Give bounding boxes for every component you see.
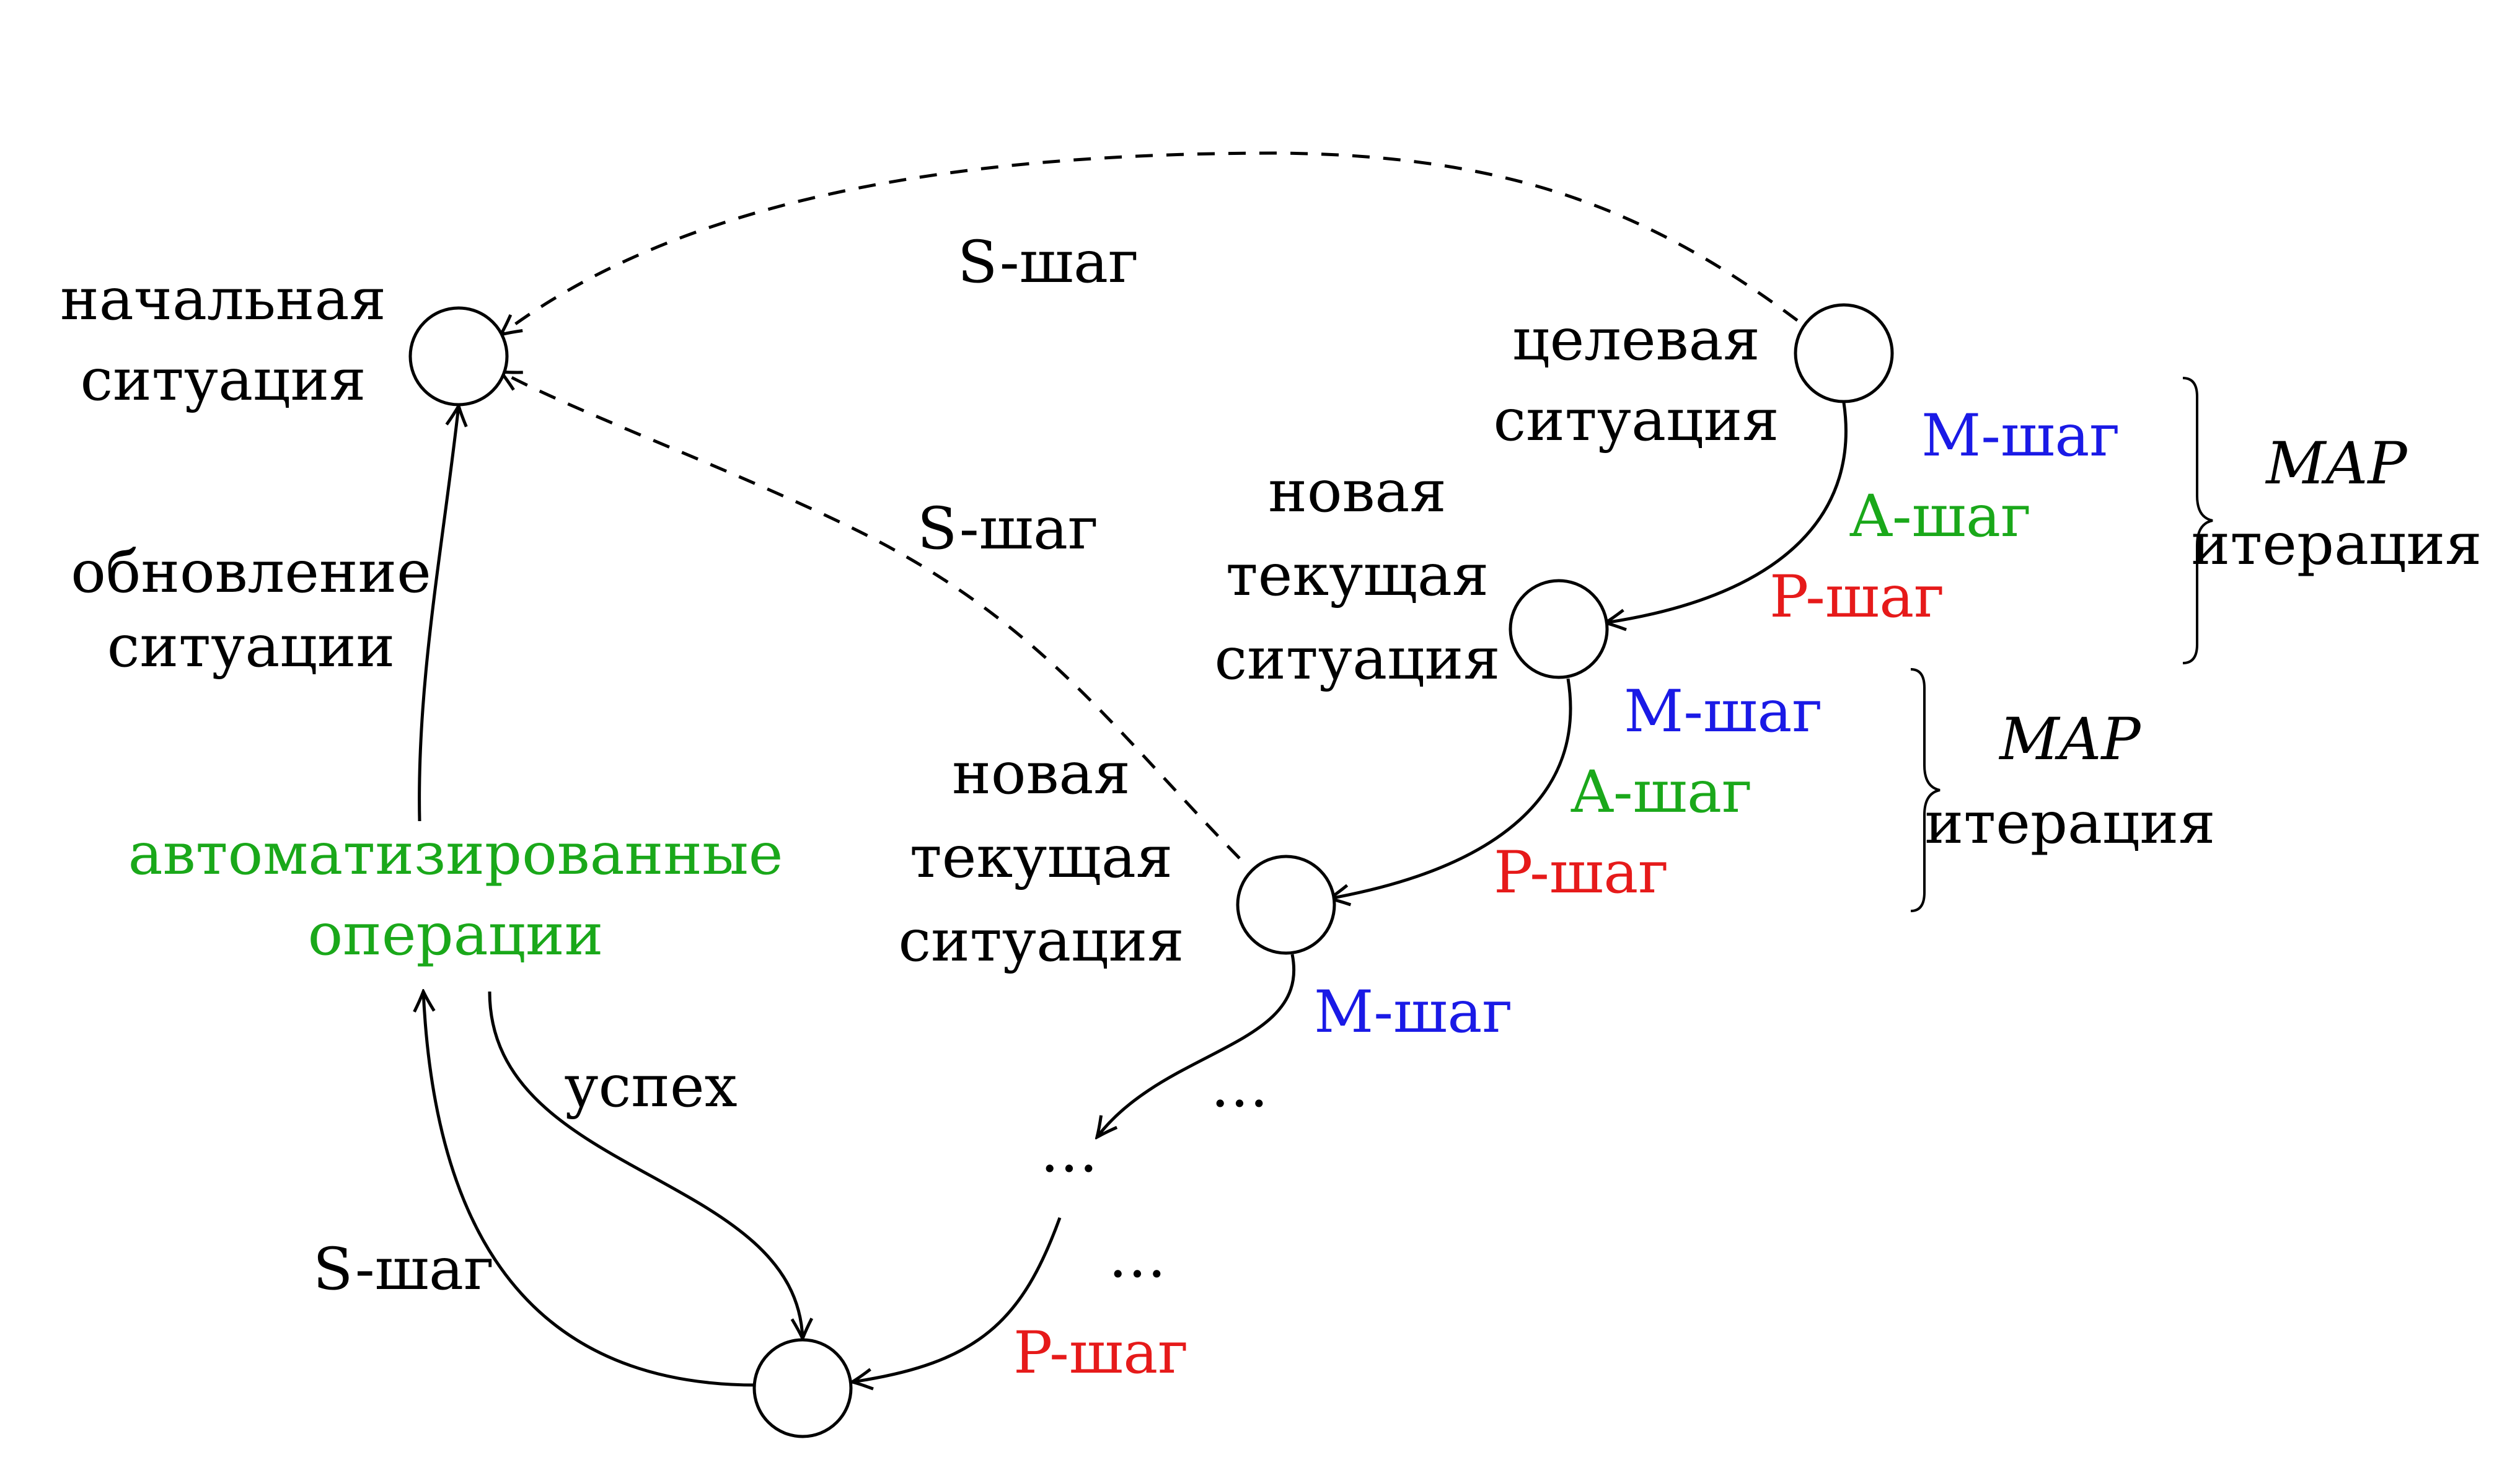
label-map-2: MAP [1998, 706, 2141, 773]
label-current1-line3: ситуация [1214, 625, 1500, 693]
label-current1-line2: текущая [1226, 542, 1489, 609]
m-step-3-var: M [1314, 979, 1373, 1046]
label-automated-line1: автоматизированные [128, 820, 783, 888]
label-update-line2: ситуации [107, 613, 395, 680]
label-update-situation: обновление ситуации [71, 539, 431, 680]
label-s-step-middle: S-шаг [917, 495, 1098, 563]
label-iteration-2: итерация [1925, 790, 2216, 857]
label-m-step-2: M-шаг [1624, 678, 1823, 746]
label-start-situation: начальная ситуация [60, 266, 386, 414]
label-s-step-bottom: S-шаг [313, 1236, 494, 1303]
node-start [408, 306, 509, 407]
label-ellipsis-lower: … [1108, 1223, 1166, 1291]
label-m-step-3: M-шаг [1314, 979, 1513, 1046]
node-bottom [752, 1338, 853, 1438]
node-current2 [1236, 855, 1336, 955]
label-current2-situation: новая текущая ситуация [898, 740, 1184, 975]
label-start-line1: начальная [60, 266, 386, 333]
m-step-2-suffix: -шаг [1683, 678, 1822, 746]
p-step-2-suffix: -шаг [1530, 839, 1668, 907]
label-iteration-1: итерация [2192, 511, 2482, 578]
p-step-3-var: P [1013, 1319, 1051, 1387]
label-m-step-1: M-шаг [1921, 402, 2120, 470]
p-step-1-suffix: -шаг [1805, 563, 1944, 631]
label-goal-line2: ситуация [1493, 387, 1779, 454]
label-s-step-top: S-шаг [958, 229, 1139, 296]
edge-automated-to-start-update [418, 406, 459, 822]
edge-goal-to-current1 [1605, 402, 1848, 623]
label-goal-line1: целевая [1512, 306, 1760, 374]
a-step-1-suffix: -шаг [1892, 483, 2031, 550]
brace-map-iteration-1 [2182, 377, 2213, 664]
s-step-top-var: S [958, 229, 1000, 296]
label-update-line1: обновление [71, 539, 431, 606]
m-step-3-suffix: -шаг [1373, 979, 1512, 1046]
s-step-bottom-var: S [313, 1236, 355, 1303]
s-step-top-suffix: -шаг [1000, 229, 1139, 296]
label-p-step-2: P-шаг [1494, 839, 1669, 907]
label-map-1: MAP [2265, 430, 2408, 498]
label-current2-line1: новая [952, 740, 1130, 807]
s-step-middle-suffix: -шаг [959, 495, 1098, 563]
label-ellipsis-middle: … [1040, 1118, 1098, 1186]
edge-current2-to-ellipsis [1097, 954, 1295, 1137]
label-a-step-1: A-шаг [1849, 483, 2031, 550]
s-step-middle-var: S [917, 495, 959, 563]
a-step-1-var: A [1849, 483, 1893, 550]
p-step-1-var: P [1769, 563, 1807, 631]
edge-ellipsis-to-bottom [852, 1217, 1062, 1382]
label-p-step-3: P-шаг [1013, 1319, 1189, 1387]
label-start-line2: ситуация [80, 346, 366, 414]
label-a-step-2: A-шаг [1571, 759, 1752, 826]
p-step-2-var: P [1494, 839, 1531, 907]
label-goal-situation: целевая ситуация [1493, 306, 1779, 454]
label-current2-line2: текущая [910, 824, 1173, 891]
node-goal [1794, 303, 1894, 403]
edge-current1-to-current2 [1329, 678, 1572, 899]
label-current1-line1: новая [1268, 458, 1447, 526]
m-step-1-var: M [1921, 402, 1981, 470]
edge-s-step-goal-to-start [501, 151, 1799, 335]
p-step-3-suffix: -шаг [1049, 1319, 1188, 1387]
edge-automated-to-bottom-success [488, 991, 803, 1339]
label-current1-situation: новая текущая ситуация [1214, 458, 1500, 693]
node-current1 [1509, 579, 1609, 679]
label-current2-line3: ситуация [898, 907, 1184, 975]
m-step-1-suffix: -шаг [1981, 402, 2120, 470]
edge-bottom-to-automated-s-step [423, 992, 757, 1387]
s-step-bottom-suffix: -шаг [355, 1236, 494, 1303]
label-success: успех [564, 1053, 737, 1120]
label-ellipsis-right: … [1210, 1053, 1269, 1120]
a-step-2-var: A [1571, 759, 1614, 826]
label-automated-operations: автоматизированные операции [128, 820, 783, 969]
brace-map-iteration-2 [1910, 668, 1941, 912]
edge-s-step-current-to-start [501, 372, 1241, 860]
label-automated-line2: операции [308, 901, 604, 969]
label-p-step-1: P-шаг [1769, 563, 1945, 631]
m-step-2-var: M [1624, 678, 1683, 746]
a-step-2-suffix: -шаг [1613, 759, 1752, 826]
